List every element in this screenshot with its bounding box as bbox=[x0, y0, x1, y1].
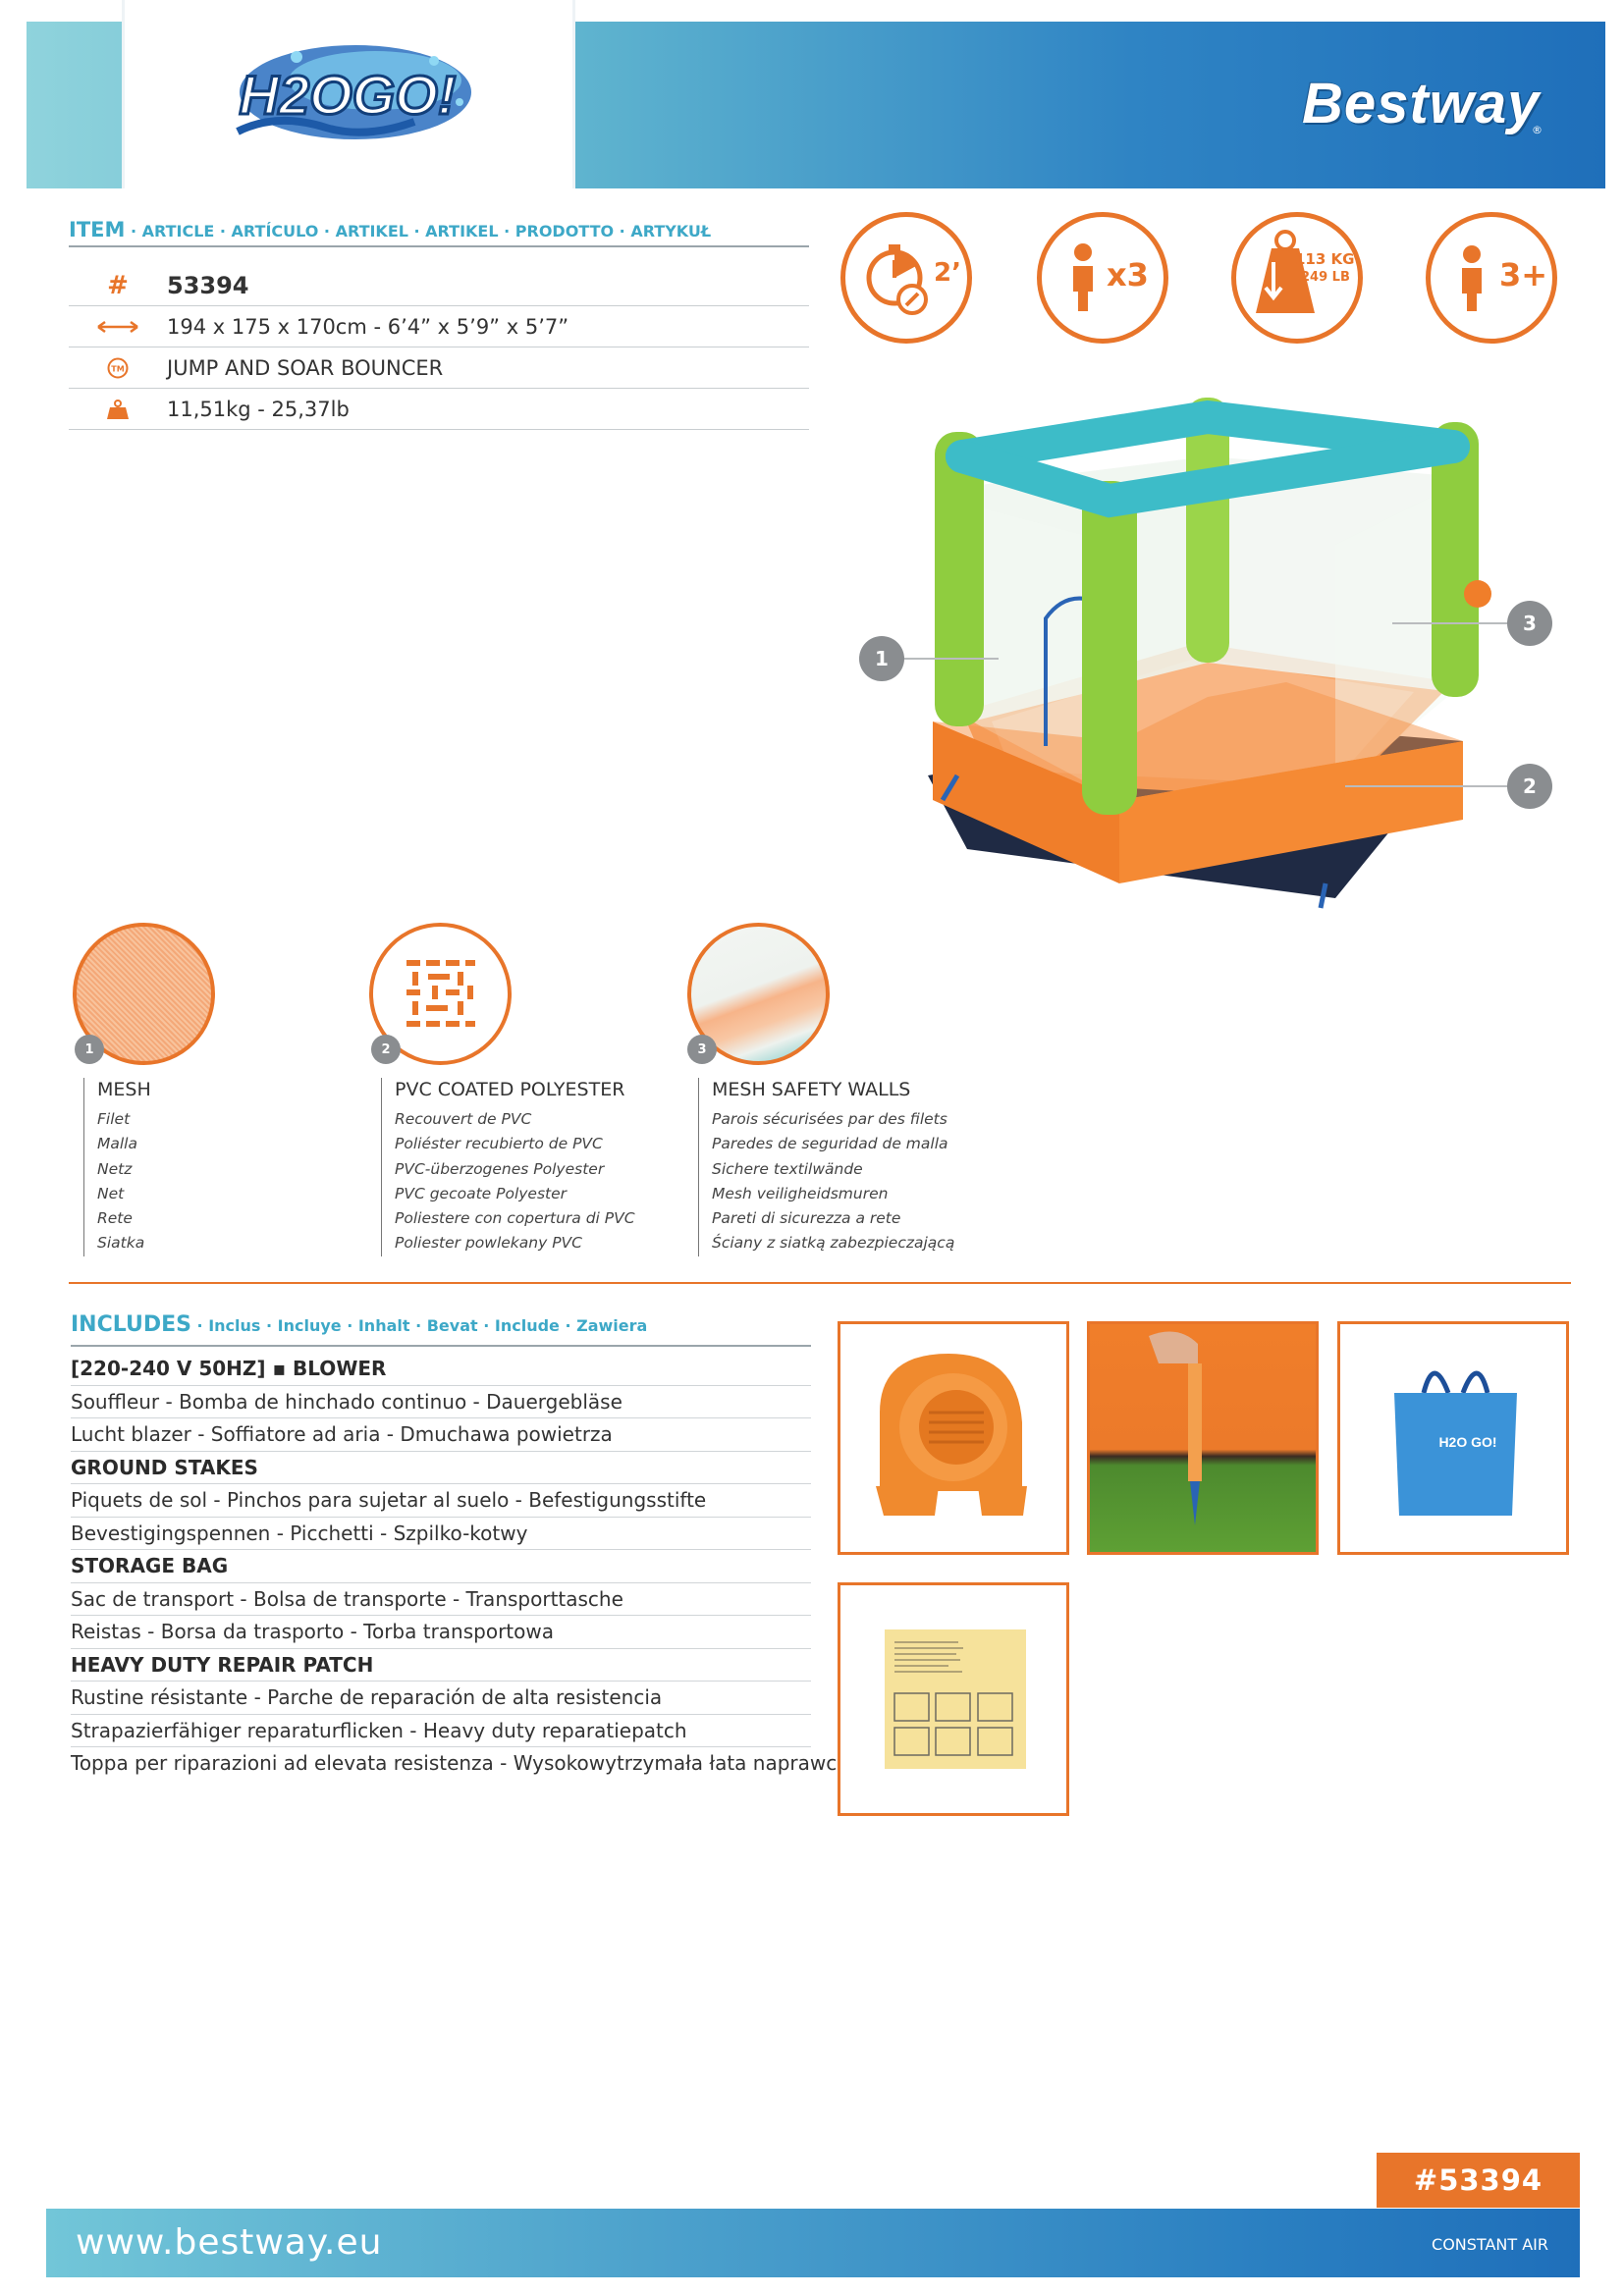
users-count: x3 bbox=[1107, 256, 1149, 294]
repair-patch-image bbox=[838, 1582, 1069, 1816]
material-num-3: 3 bbox=[687, 1035, 717, 1064]
callout-2: 2 bbox=[1507, 764, 1552, 809]
weave-icon bbox=[406, 960, 475, 1027]
svg-text:H2OGO!: H2OGO! bbox=[240, 64, 457, 126]
storage-bag-icon: H2O GO! bbox=[1394, 1370, 1517, 1516]
blower-icon bbox=[876, 1354, 1027, 1516]
item-section-title: ITEM · ARTICLE · ARTÍCULO · ARTIKEL · AR… bbox=[69, 218, 712, 241]
callout-line-3 bbox=[1392, 622, 1530, 624]
material-safety-walls: MESH SAFETY WALLS Parois sécurisées par … bbox=[698, 1078, 954, 1256]
website-link[interactable]: www.bestway.eu bbox=[76, 2222, 383, 2263]
includes-rule bbox=[71, 1345, 811, 1347]
setup-time-badge: 2’ bbox=[840, 212, 972, 344]
item-name-row: TM JUMP AND SOAR BOUNCER bbox=[69, 347, 809, 389]
blower-image bbox=[838, 1321, 1069, 1555]
item-dimensions: 194 x 175 x 170cm - 6’4” x 5’9” x 5’7” bbox=[167, 314, 569, 339]
material-mesh: MESH Filet Malla Netz Net Rete Siatka bbox=[83, 1078, 151, 1256]
svg-text:TM: TM bbox=[111, 364, 124, 373]
includes-row-stakes-header: GROUND STAKES bbox=[71, 1452, 811, 1484]
callout-line-1 bbox=[881, 658, 999, 660]
hash-icon: # bbox=[107, 270, 129, 300]
safety-wall-swatch bbox=[687, 923, 830, 1065]
bouncer-product-image bbox=[928, 398, 1491, 909]
person-icon bbox=[1073, 243, 1093, 311]
stopwatch-wrench-icon bbox=[866, 244, 928, 315]
repair-patch-icon bbox=[885, 1629, 1026, 1769]
includes-row: Rustine résistante - Parche de reparació… bbox=[71, 1682, 811, 1715]
h2ogo-logo: H2OGO! bbox=[236, 45, 471, 139]
users-badge: x3 bbox=[1037, 212, 1168, 344]
dimensions-arrow-icon bbox=[97, 320, 138, 333]
max-load-lb: 249 LB bbox=[1301, 270, 1350, 285]
storage-bag-image: H2O GO! bbox=[1337, 1321, 1569, 1555]
material-num-2: 2 bbox=[371, 1035, 401, 1064]
includes-row: Bevestigingspennen - Picchetti - Szpilko… bbox=[71, 1518, 811, 1550]
includes-row-bag-header: STORAGE BAG bbox=[71, 1550, 811, 1583]
includes-row: Reistas - Borsa da trasporto - Torba tra… bbox=[71, 1616, 811, 1649]
product-code-badge: #53394 bbox=[1377, 2153, 1580, 2208]
includes-row: Piquets de sol - Pinchos para sujetar al… bbox=[71, 1484, 811, 1518]
max-load-badge: 113 KG 249 LB bbox=[1231, 212, 1363, 344]
item-weight: 11,51kg - 25,37lb bbox=[167, 397, 350, 421]
setup-time: 2’ bbox=[934, 258, 961, 288]
item-name: JUMP AND SOAR BOUNCER bbox=[167, 355, 444, 380]
item-dimensions-row: 194 x 175 x 170cm - 6’4” x 5’9” x 5’7” bbox=[69, 306, 809, 347]
ground-stake-icon bbox=[1149, 1331, 1202, 1525]
registered-mark: ® bbox=[1532, 124, 1543, 136]
includes-row-blower-header: [220-240 V 50HZ] ▪ BLOWER bbox=[71, 1353, 811, 1386]
item-number-row: # 53394 bbox=[69, 265, 809, 306]
section-divider bbox=[69, 1282, 1571, 1284]
weight-load-icon bbox=[1256, 230, 1315, 313]
includes-section-title: INCLUDES · Inclus · Incluye · Inhalt · B… bbox=[71, 1312, 648, 1337]
callout-3: 3 bbox=[1507, 601, 1552, 646]
material-polyester: PVC COATED POLYESTER Recouvert de PVC Po… bbox=[381, 1078, 635, 1256]
includes-row-patch-header: HEAVY DUTY REPAIR PATCH bbox=[71, 1649, 811, 1682]
air-type-label: CONSTANT AIR bbox=[1432, 2235, 1548, 2254]
bestway-logo: Bestway bbox=[1302, 72, 1541, 135]
includes-row: Lucht blazer - Soffiatore ad aria - Dmuc… bbox=[71, 1418, 811, 1452]
item-number: 53394 bbox=[167, 271, 249, 299]
includes-row: Strapazierfähiger reparaturflicken - Hea… bbox=[71, 1715, 811, 1747]
item-weight-row: 11,51kg - 25,37lb bbox=[69, 389, 809, 430]
svg-text:H2O GO!: H2O GO! bbox=[1438, 1434, 1496, 1450]
includes-row: Souffleur - Bomba de hinchado continuo -… bbox=[71, 1386, 811, 1418]
age-badge: 3+ bbox=[1426, 212, 1557, 344]
max-load-kg: 113 KG bbox=[1295, 250, 1355, 268]
includes-row: Sac de transport - Bolsa de transporte -… bbox=[71, 1583, 811, 1616]
callout-line-2 bbox=[1345, 785, 1530, 787]
weight-icon bbox=[107, 399, 129, 419]
callout-1: 1 bbox=[859, 636, 904, 681]
includes-row: Toppa per riparazioni ad elevata resiste… bbox=[71, 1751, 859, 1775]
item-rule bbox=[69, 245, 809, 247]
age-range: 3+ bbox=[1499, 256, 1548, 294]
footer-banner: www.bestway.eu CONSTANT AIR bbox=[46, 2209, 1580, 2277]
ground-stake-image bbox=[1087, 1321, 1319, 1555]
trademark-icon: TM bbox=[107, 357, 129, 378]
child-icon bbox=[1462, 245, 1482, 311]
material-num-1: 1 bbox=[75, 1035, 104, 1064]
